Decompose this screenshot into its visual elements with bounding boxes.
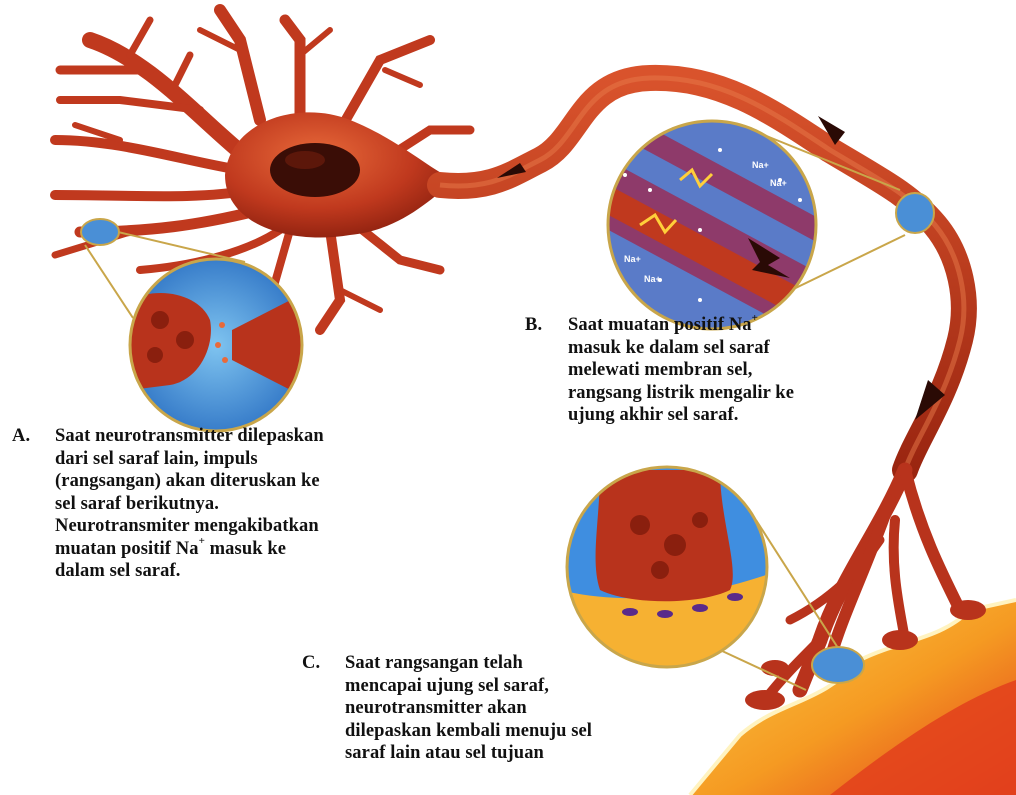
caption-c-line: dilepaskan kembali menuju sel [345, 720, 593, 741]
caption-c-line: Saat rangsangan telah [345, 653, 523, 673]
ion-label: Na+ [770, 178, 787, 188]
cell-body [225, 112, 455, 238]
callout-c [565, 465, 865, 691]
caption-c-line: mencapai ujung sel saraf, [345, 675, 549, 696]
caption-b-letter: B. [525, 315, 543, 335]
caption-a-line: dari sel saraf lain, impuls [55, 448, 258, 469]
callout-b-marker [895, 192, 935, 234]
axon-terminals [760, 462, 966, 705]
impulse-arrow [497, 116, 945, 420]
caption-a-line: sel saraf berikutnya. [55, 493, 219, 514]
caption-a-line: muatan positif Na+ masuk ke [55, 535, 287, 559]
caption-c-line: neurotransmitter akan [345, 698, 527, 718]
caption-c-line: saraf lain atau sel tujuan [345, 743, 544, 763]
caption-a-line: Saat neurotransmitter dilepaskan [55, 426, 324, 446]
callout-a-marker [80, 218, 120, 246]
ion-label: Na+ [624, 254, 641, 264]
ion-label: Na+ [752, 160, 769, 170]
caption-c-letter: C. [302, 653, 321, 673]
caption-a-line: Neurotransmiter mengakibatkan [55, 516, 319, 536]
caption-b-line: ujung akhir sel saraf. [568, 405, 739, 425]
caption-a-line: dalam sel saraf. [55, 561, 181, 581]
caption-b-line: rangsang listrik mengalir ke [568, 382, 795, 403]
caption-b-line: melewati membran sel, [568, 360, 753, 380]
caption-a-letter: A. [12, 426, 31, 446]
caption-b-line: masuk ke dalam sel saraf [568, 337, 770, 358]
axon [427, 64, 977, 483]
nucleus [270, 143, 360, 197]
callout-a [80, 218, 304, 433]
callout-c-marker [811, 646, 865, 684]
ion-label: Na+ [644, 274, 661, 284]
caption-a-line: (rangsangan) akan diteruskan ke [55, 471, 320, 491]
caption-b-line: Saat muatan positif Na+ [568, 311, 758, 335]
